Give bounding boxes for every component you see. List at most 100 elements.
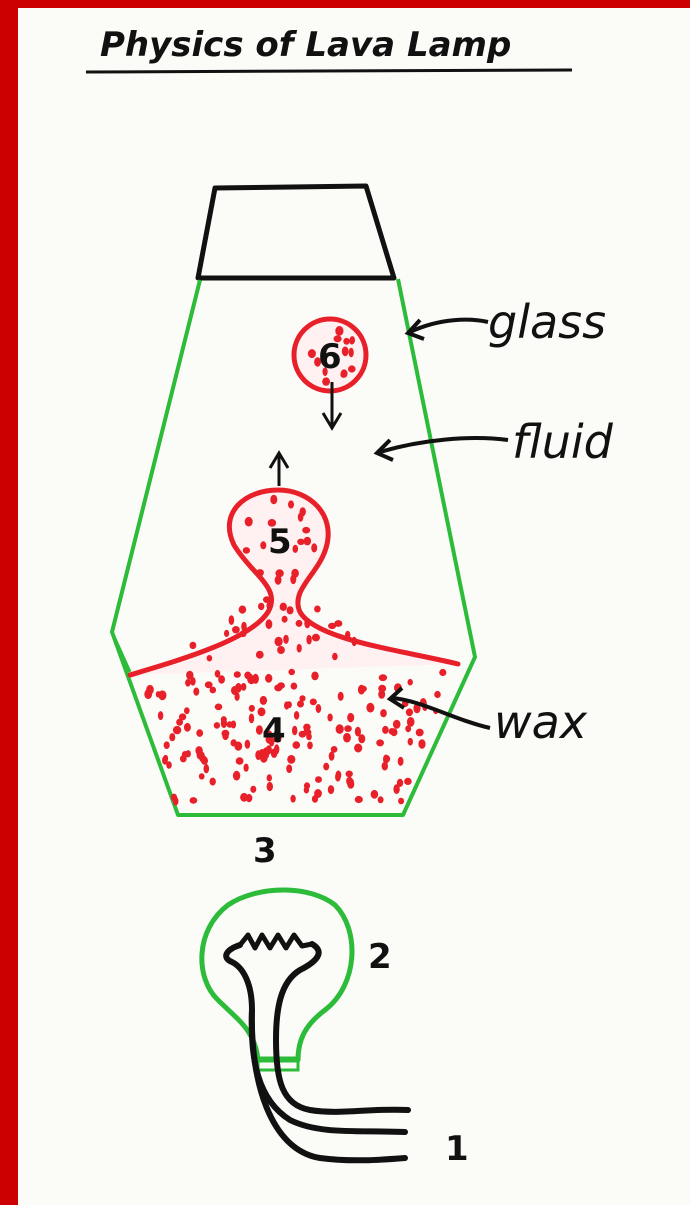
wax-dot [349, 337, 355, 344]
wax-dot [434, 691, 441, 698]
wax-dot [382, 762, 388, 771]
wax-dot [366, 703, 374, 713]
wax-dot [311, 672, 318, 681]
wax-dot [244, 672, 251, 680]
wax-dot [261, 752, 269, 759]
wax-dot [205, 681, 213, 688]
wax-dot [404, 778, 412, 785]
wax-dot [249, 714, 254, 724]
wax-dot [263, 596, 270, 603]
wax-dot [288, 500, 294, 508]
wax-dot [376, 739, 384, 746]
wax-dot [162, 756, 168, 765]
wax-dot [304, 782, 310, 789]
label-wax: wax [494, 695, 588, 749]
wax-dot [304, 537, 312, 546]
wax-dot [308, 349, 316, 358]
wax-dot [190, 677, 196, 686]
wax-dot [243, 547, 250, 554]
wax-dot [221, 716, 227, 723]
wax-dot [335, 773, 341, 782]
wax-dot [229, 615, 235, 625]
wax-dot [245, 517, 253, 527]
wax-dot [358, 734, 365, 743]
wax-dot [234, 671, 241, 678]
wax-dot [249, 705, 255, 712]
wax-dot [398, 798, 404, 805]
wax-dot [210, 778, 216, 786]
wax-dot [389, 728, 396, 735]
wax-dot [197, 751, 205, 759]
wax-dot [393, 720, 401, 729]
wax-dot [184, 723, 191, 732]
label-glass: glass [488, 295, 606, 349]
wax-dot [346, 771, 353, 778]
label-fluid: fluid [512, 415, 614, 469]
wax-dot [258, 603, 264, 610]
wax-dot [348, 365, 356, 372]
wax-dot [222, 730, 230, 737]
label-2: 2 [368, 937, 392, 977]
wax-dot [265, 674, 272, 683]
wax-dot [316, 704, 322, 713]
wax-dot [275, 569, 283, 577]
wax-dot [239, 606, 247, 614]
wax-dot [282, 616, 288, 623]
wax-dot [267, 774, 272, 781]
wax-dot [306, 635, 311, 645]
wax-dot [277, 646, 285, 654]
wax-dot [283, 635, 289, 644]
wax-dot [169, 733, 175, 741]
wax-dot [186, 750, 191, 757]
wax-dot [328, 623, 336, 629]
wax-dot [256, 569, 264, 576]
filament [240, 935, 312, 948]
wax-dot [310, 699, 317, 706]
wax-dot [416, 729, 424, 737]
wax-dot [378, 690, 385, 699]
wax-dot [184, 707, 190, 714]
wax-dot [347, 713, 354, 722]
wax-dot [173, 726, 181, 734]
wax-dot [354, 744, 362, 753]
wax-dot [384, 755, 390, 762]
wax-dot [232, 626, 240, 633]
wax-dot [297, 539, 304, 545]
wax-dot [358, 685, 365, 695]
wax-dot [312, 795, 318, 803]
wax-dot [214, 722, 220, 729]
wax-dot [293, 741, 301, 749]
glass-outline-inner [112, 632, 130, 672]
wax-dot [379, 674, 387, 681]
wax-dot [294, 711, 299, 720]
wax-dot [244, 764, 249, 772]
lamp-cap [198, 186, 394, 278]
wax-dot [185, 679, 191, 687]
wax-dot [302, 527, 310, 534]
fluid-arrow-shaft [380, 438, 508, 452]
wax-dot [371, 790, 379, 799]
wax-dot [256, 651, 264, 659]
wax-dot [299, 731, 306, 738]
wax-dot [296, 620, 303, 627]
wax-dot [328, 785, 334, 794]
wax-dot [382, 726, 389, 734]
wax-dot [226, 721, 233, 727]
title: Physics of Lava Lamp [100, 25, 511, 65]
wax-dot [241, 622, 247, 632]
wax-dot [304, 618, 310, 628]
wax-dot [173, 797, 179, 806]
wax-dot [343, 338, 349, 345]
label-6: 6 [318, 337, 342, 377]
wax-dot [260, 696, 267, 705]
wax-dot [291, 569, 299, 578]
label-3: 3 [253, 831, 277, 871]
wax-dot [156, 691, 161, 697]
wax-dot [204, 764, 210, 773]
wax-dot [250, 786, 256, 793]
wax-dot [270, 495, 277, 504]
wax-dot [345, 631, 350, 640]
wax-dot [233, 771, 240, 781]
wax-dot [298, 513, 304, 522]
